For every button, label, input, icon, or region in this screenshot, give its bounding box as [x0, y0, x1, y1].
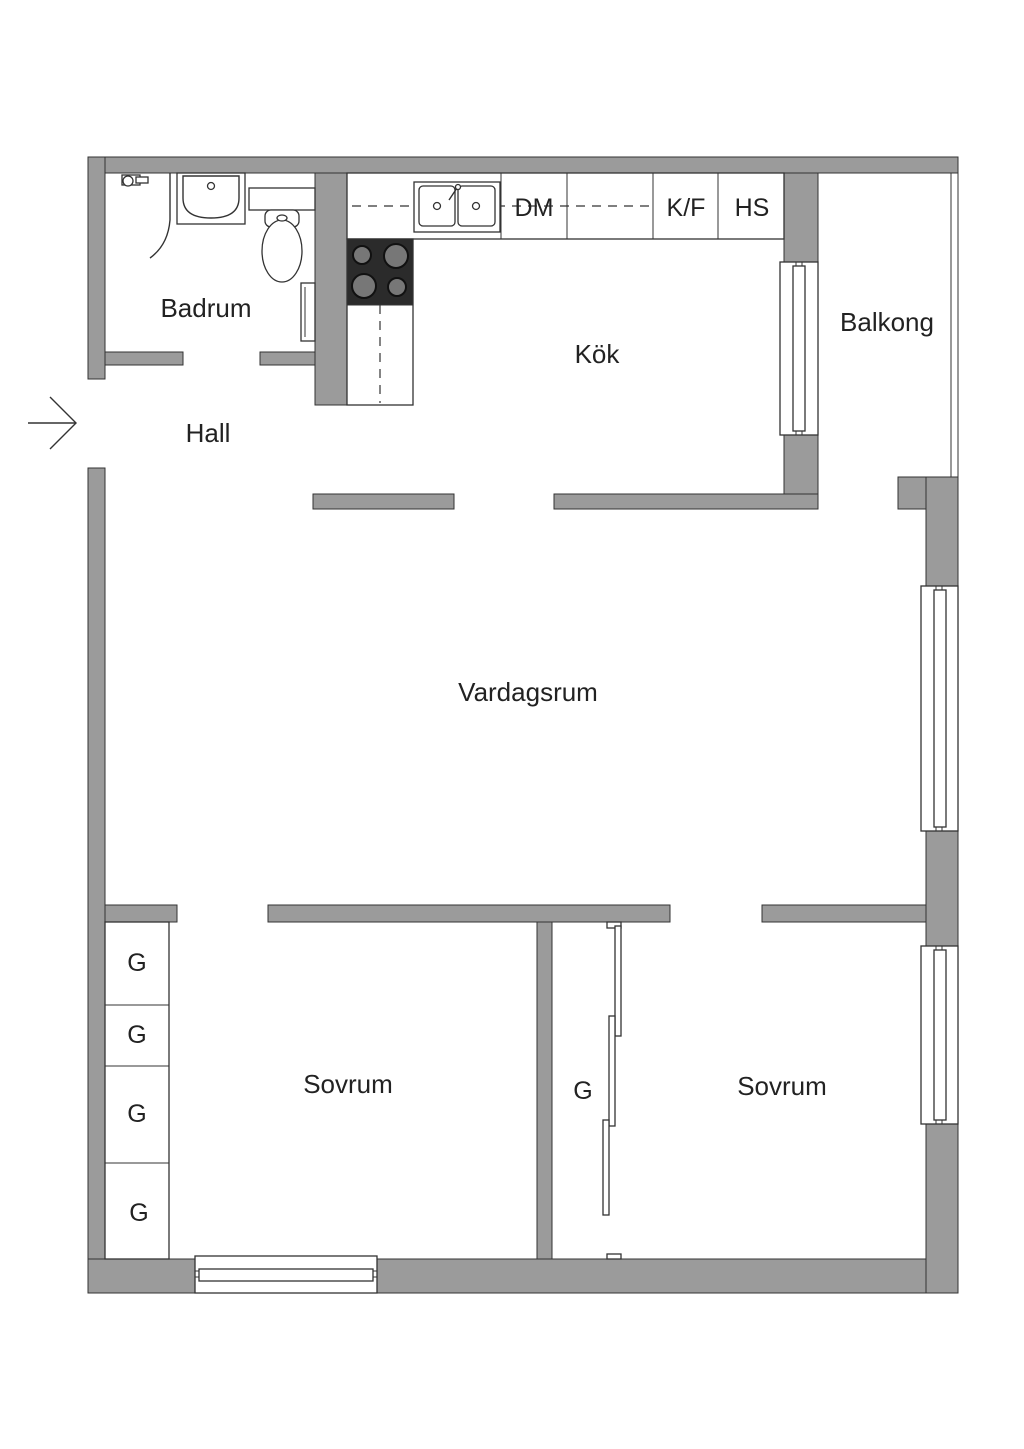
- sliding-door-wardrobe: [602, 921, 622, 1260]
- toilet-icon: [261, 209, 303, 283]
- room-label-badrum: Badrum: [160, 293, 251, 323]
- room-label-sovrum-left: Sovrum: [303, 1069, 393, 1099]
- kitchen-wall-left: [312, 493, 455, 510]
- closet-block-left: [104, 921, 170, 1260]
- room-label-hall: Hall: [186, 418, 231, 448]
- closet-label-5: G: [573, 1077, 592, 1105]
- walls: [87, 156, 959, 1294]
- bathroom-wall-right: [259, 351, 316, 366]
- bedroom-divider-wall: [536, 921, 553, 1260]
- kitchen-fixtures: [346, 172, 785, 406]
- outer-wall-bottom-right: [376, 1258, 959, 1294]
- window-kitchen: [779, 261, 819, 436]
- window-living-room: [920, 585, 959, 832]
- outer-wall-bottom-left: [87, 1258, 196, 1294]
- labels: Badrum Kök Balkong Hall Vardagsrum Sovru…: [127, 194, 934, 1227]
- outer-wall-left-lower: [87, 467, 106, 1294]
- room-label-balkong: Balkong: [840, 307, 934, 337]
- radiator-icon: [300, 282, 316, 342]
- shower-icon: [121, 173, 171, 259]
- window-bedroom-left: [194, 1255, 378, 1294]
- window-bedroom-right: [920, 945, 959, 1125]
- closet-label-1: G: [127, 949, 146, 977]
- bathroom-fixtures: [121, 172, 316, 342]
- outer-wall-right-a: [925, 476, 959, 587]
- balcony-railing: [950, 172, 959, 478]
- bedroom-wall-left: [104, 904, 178, 923]
- room-label-kok: Kök: [575, 339, 621, 369]
- closet-label-2: G: [127, 1021, 146, 1049]
- bedroom-wall-right: [761, 904, 927, 923]
- room-label-vardagsrum: Vardagsrum: [458, 677, 598, 707]
- windows: [194, 261, 959, 1294]
- room-label-sovrum-right: Sovrum: [737, 1071, 827, 1101]
- appliance-label-dm: DM: [515, 194, 554, 222]
- closet-label-4: G: [129, 1199, 148, 1227]
- closets: [104, 921, 622, 1260]
- outer-wall-right-b: [925, 829, 959, 947]
- appliance-label-hs: HS: [735, 194, 770, 222]
- bathroom-kitchen-wall: [314, 172, 348, 406]
- kitchen-balcony-wall-top: [783, 172, 819, 264]
- bedroom-wall-middle: [267, 904, 671, 923]
- kitchen-sink-icon: [413, 181, 501, 233]
- kitchen-wall-right: [553, 493, 819, 510]
- stove-icon: [346, 238, 414, 306]
- bathroom-wall-left: [104, 351, 184, 366]
- closet-label-3: G: [127, 1100, 146, 1128]
- entrance-arrow-icon: [28, 396, 77, 450]
- outer-wall-left-upper: [87, 156, 106, 380]
- outer-wall-top: [87, 156, 959, 174]
- sink-icon: [176, 172, 246, 225]
- outer-wall-right-c: [925, 1123, 959, 1294]
- bathroom-counter: [248, 187, 316, 211]
- appliance-label-kf: K/F: [667, 194, 706, 222]
